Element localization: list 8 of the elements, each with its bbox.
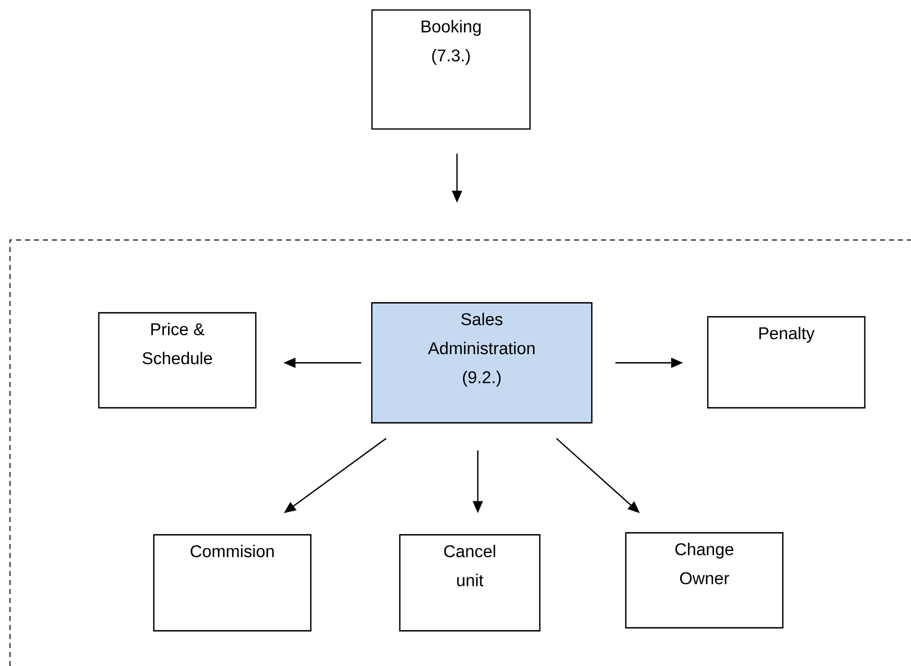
process-box: Booking (7.3.) (371, 9, 531, 130)
process-box: Change Owner (625, 532, 784, 628)
dashed-frame (10, 240, 911, 666)
process-box: Cancel unit (399, 534, 540, 632)
process-box: Sales Administration (9.2.) (371, 302, 592, 424)
process-box: Price & Schedule (98, 312, 256, 408)
process-box: Penalty (707, 316, 866, 408)
process-box: Commision (153, 534, 312, 632)
